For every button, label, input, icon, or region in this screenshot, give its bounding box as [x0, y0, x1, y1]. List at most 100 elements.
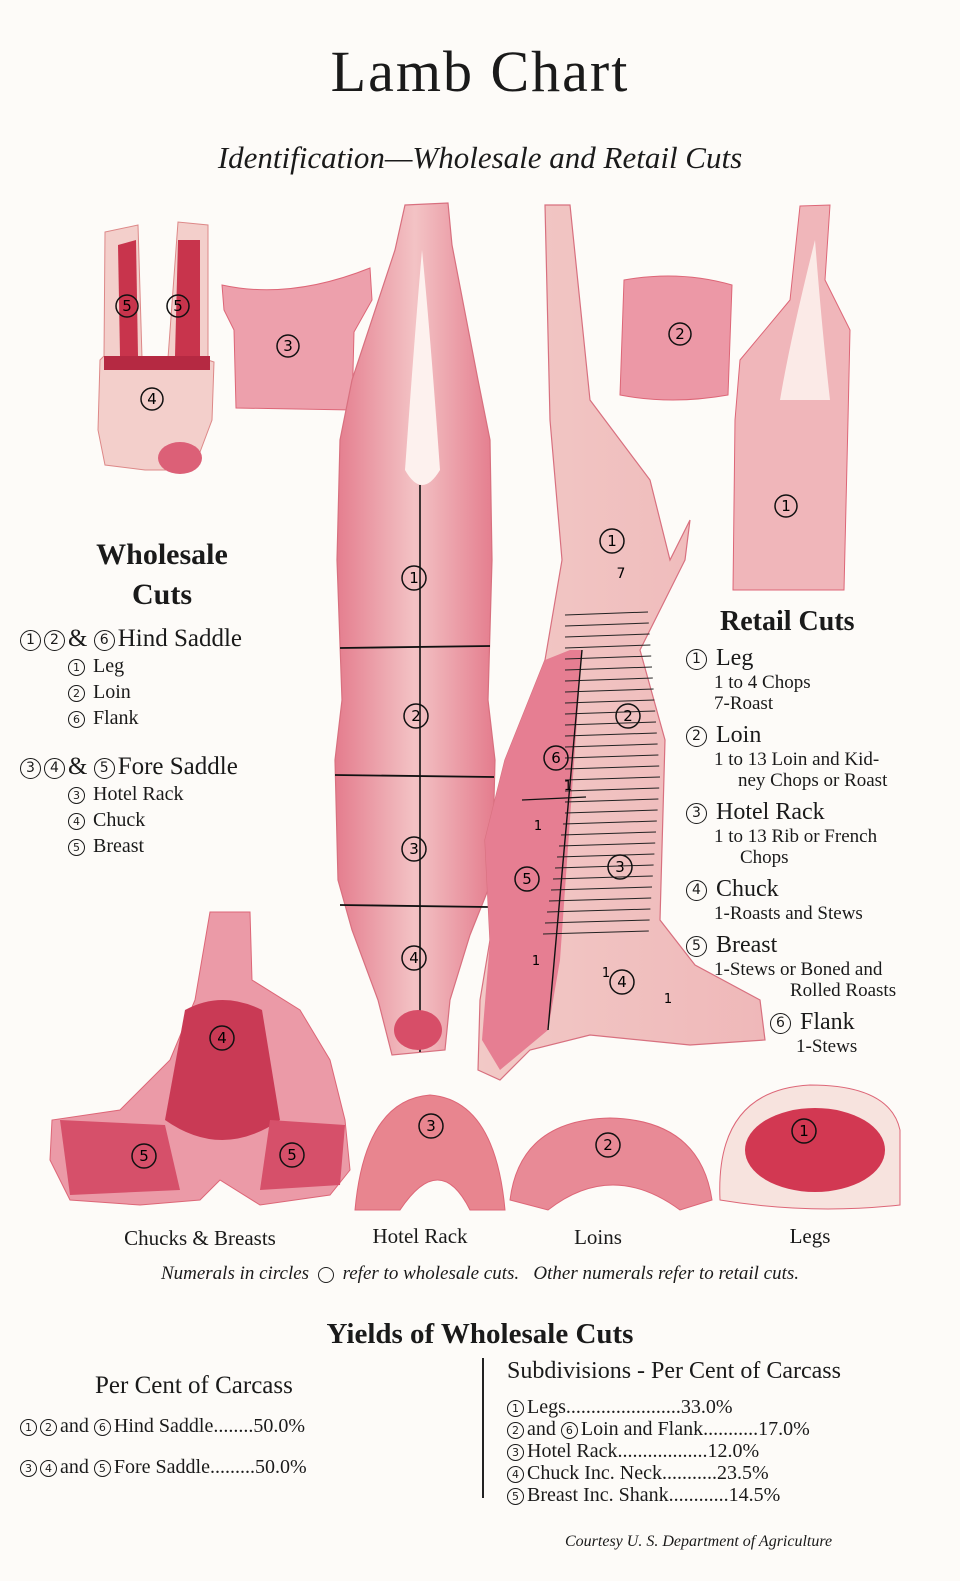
rib-line	[564, 710, 656, 715]
subdivision-dots: ...........	[661, 1462, 717, 1484]
retail-item: 1 Leg 1 to 4 Chops 7-Roast	[686, 644, 936, 714]
wholesale-item: 1 Leg	[68, 653, 242, 679]
subdivision-and: and	[527, 1418, 556, 1440]
rib-line	[564, 666, 653, 671]
side-cut-circle	[609, 969, 635, 995]
subdivision-label: Chuck Inc. Neck	[527, 1462, 662, 1484]
circled-numeral: 4	[686, 879, 707, 901]
rib-line	[564, 688, 654, 693]
circled-numeral: 2	[686, 725, 707, 747]
circled-numeral: 5	[686, 935, 707, 957]
circled-numeral: 3	[20, 757, 41, 779]
bottom-piece-label: 2	[603, 1136, 613, 1154]
circled-numeral: 4	[507, 1465, 524, 1483]
courtesy-credit: Courtesy U. S. Department of Agriculture	[565, 1533, 833, 1550]
retail-item-label: Leg	[716, 645, 754, 671]
bottom-piece-label: 3	[426, 1117, 436, 1135]
yield-value: 50.0%	[253, 1415, 305, 1437]
circled-numeral: 5	[507, 1487, 524, 1505]
side-cut-circle	[599, 528, 625, 554]
side-cut-circle	[607, 854, 633, 880]
retail-desc: Rolled Roasts	[790, 980, 897, 1001]
subdivision-dots: ..................	[617, 1440, 708, 1462]
retail-item-label: Flank	[800, 1009, 855, 1035]
wholesale-item-label: Leg	[93, 655, 125, 677]
yield-label: Hind Saddle	[113, 1415, 214, 1437]
circled-numeral: 2	[68, 684, 85, 702]
side-cut-circle	[615, 703, 641, 729]
yield-and: and	[60, 1456, 89, 1478]
rib-line	[564, 732, 657, 737]
bottom-piece-circle	[209, 1025, 235, 1051]
circled-numeral: 1	[20, 1418, 37, 1436]
retail-desc: Chops	[740, 847, 789, 868]
front-cut-label: 4	[409, 949, 419, 967]
retail-item: 5 Breast 1-Stews or Boned and Rolled Roa…	[686, 931, 936, 1001]
circled-numeral: 4	[44, 757, 65, 779]
retail-desc: ney Chops or Roast	[738, 770, 888, 791]
page-title: Lamb Chart	[330, 39, 630, 104]
subdivision-dots: ............	[668, 1484, 729, 1506]
wholesale-heading-line1: Wholesale	[96, 538, 228, 571]
subdivision-label: Breast Inc. Shank	[527, 1484, 669, 1506]
side-cut-label: 2	[623, 707, 633, 725]
rib-line	[556, 853, 655, 858]
bottom-chuck-breast	[49, 911, 351, 1206]
circled-numeral: 2	[507, 1421, 524, 1439]
rib-line	[562, 820, 657, 825]
ampersand: &	[68, 753, 88, 780]
rib-line	[564, 765, 660, 770]
circled-numeral: 1	[507, 1399, 524, 1417]
bottom-legs	[719, 1084, 901, 1210]
wholesale-heading-line2: Cuts	[131, 578, 192, 611]
front-cut-circle	[403, 703, 429, 729]
piece-circle	[115, 294, 139, 318]
retail-item: 6 Flank 1-Stews	[770, 1008, 936, 1057]
retail-item: 4 Chuck 1-Roasts and Stews	[686, 875, 936, 924]
bottom-piece-label: 5	[139, 1147, 149, 1165]
caption-hotel-rack: Hotel Rack	[372, 1224, 468, 1248]
piece-circle	[166, 294, 190, 318]
retail-desc: 1 to 13 Rib or French	[714, 826, 878, 847]
retail-item: 3 Hotel Rack 1 to 13 Rib or French Chops	[686, 798, 936, 868]
rib-line	[564, 743, 658, 748]
retail-item-label: Hotel Rack	[716, 799, 825, 825]
front-cut-circle	[401, 836, 427, 862]
retail-item: 2 Loin 1 to 13 Loin and Kid- ney Chops o…	[686, 721, 936, 791]
wholesale-item: 6 Flank	[68, 705, 242, 731]
circled-numeral: 6	[770, 1012, 791, 1034]
piece-label: 5	[122, 297, 132, 315]
note-part2: refer to wholesale cuts. Other numerals …	[342, 1263, 800, 1284]
circled-numeral: 4	[68, 812, 85, 830]
subdivisions-heading: Subdivisions - Per Cent of Carcass	[507, 1358, 841, 1384]
bottom-piece-circle	[279, 1142, 305, 1168]
yield-dots: ........	[213, 1415, 254, 1437]
side-cut-label: 6	[551, 749, 561, 767]
circled-numeral: 1	[20, 629, 41, 651]
bottom-piece-label: 1	[799, 1122, 809, 1140]
retail-stew-number: 1	[664, 992, 672, 1007]
bottom-piece-circle	[595, 1132, 621, 1158]
circled-numeral: 3	[686, 802, 707, 824]
wholesale-item: 5 Breast	[68, 833, 238, 859]
piece-label: 4	[147, 390, 157, 408]
wholesale-item-label: Loin	[93, 681, 131, 703]
piece-label: 5	[173, 297, 183, 315]
rib-line	[564, 776, 661, 781]
circled-numeral: 3	[507, 1443, 524, 1461]
caption-loins: Loins	[574, 1225, 622, 1249]
rib-line	[564, 644, 651, 649]
side-cut-label: 3	[615, 858, 625, 876]
subdivision-value: 17.0%	[758, 1418, 810, 1440]
lamb-illustration: 5 5 4 3 2 1 1 2 3 4	[49, 202, 901, 1211]
retail-heading: Retail Cuts	[720, 606, 855, 637]
retail-item-label: Breast	[716, 932, 778, 958]
rib-line	[548, 897, 652, 902]
